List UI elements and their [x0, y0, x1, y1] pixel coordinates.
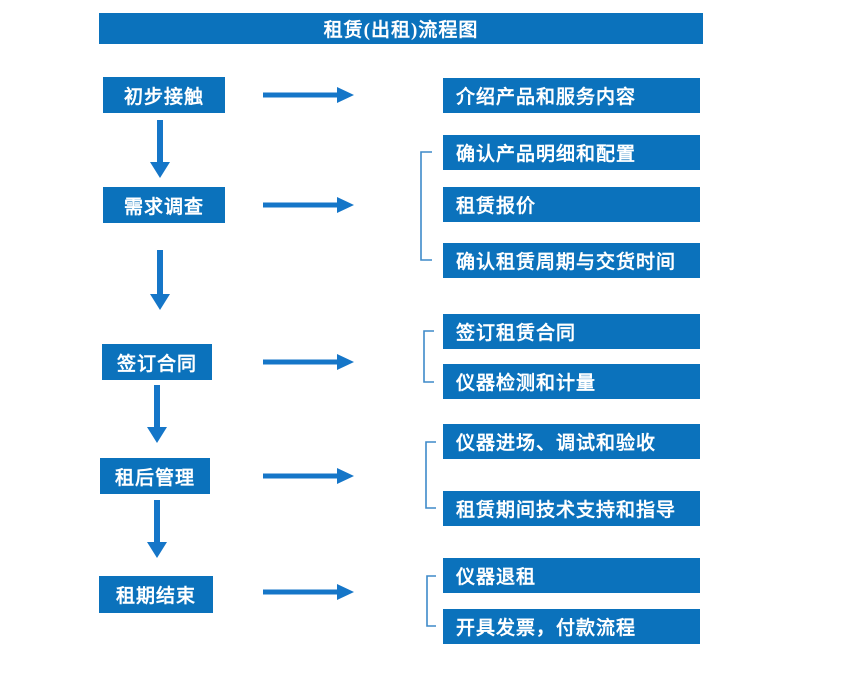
arrow-right-icon — [263, 87, 354, 103]
bracket-connector — [423, 330, 434, 383]
detail-box-invoice-payment: 开具发票，付款流程 — [443, 609, 700, 644]
detail-box-technical-support: 租赁期间技术支持和指导 — [443, 491, 700, 526]
flowchart-title: 租赁(出租)流程图 — [99, 13, 703, 44]
arrow-right-icon — [263, 354, 354, 370]
step-box-demand-survey: 需求调查 — [103, 187, 225, 223]
detail-box-instrument-return: 仪器退租 — [443, 558, 700, 593]
bracket-connector — [420, 151, 432, 261]
step-box-post-rental-management: 租后管理 — [100, 458, 210, 494]
step-box-rental-end: 租期结束 — [99, 576, 213, 613]
detail-box-rental-quotation: 租赁报价 — [443, 187, 700, 222]
arrow-down-icon — [150, 120, 170, 178]
bracket-connector — [425, 441, 436, 509]
bracket-connector — [426, 575, 436, 627]
detail-box-confirm-product-config: 确认产品明细和配置 — [443, 135, 700, 170]
arrow-down-icon — [147, 385, 167, 443]
arrow-right-icon — [263, 468, 354, 484]
step-box-initial-contact: 初步接触 — [103, 77, 225, 113]
detail-box-instrument-testing: 仪器检测和计量 — [443, 364, 700, 399]
arrow-down-icon — [150, 250, 170, 310]
detail-box-introduce-products: 介绍产品和服务内容 — [443, 78, 700, 113]
detail-box-sign-rental-contract: 签订租赁合同 — [443, 314, 700, 349]
arrow-down-icon — [147, 500, 167, 558]
step-box-sign-contract: 签订合同 — [102, 344, 212, 380]
arrow-right-icon — [263, 584, 354, 600]
arrow-right-icon — [263, 197, 354, 213]
detail-box-instrument-setup-acceptance: 仪器进场、调试和验收 — [443, 424, 700, 459]
detail-box-confirm-period-delivery: 确认租赁周期与交货时间 — [443, 243, 700, 278]
